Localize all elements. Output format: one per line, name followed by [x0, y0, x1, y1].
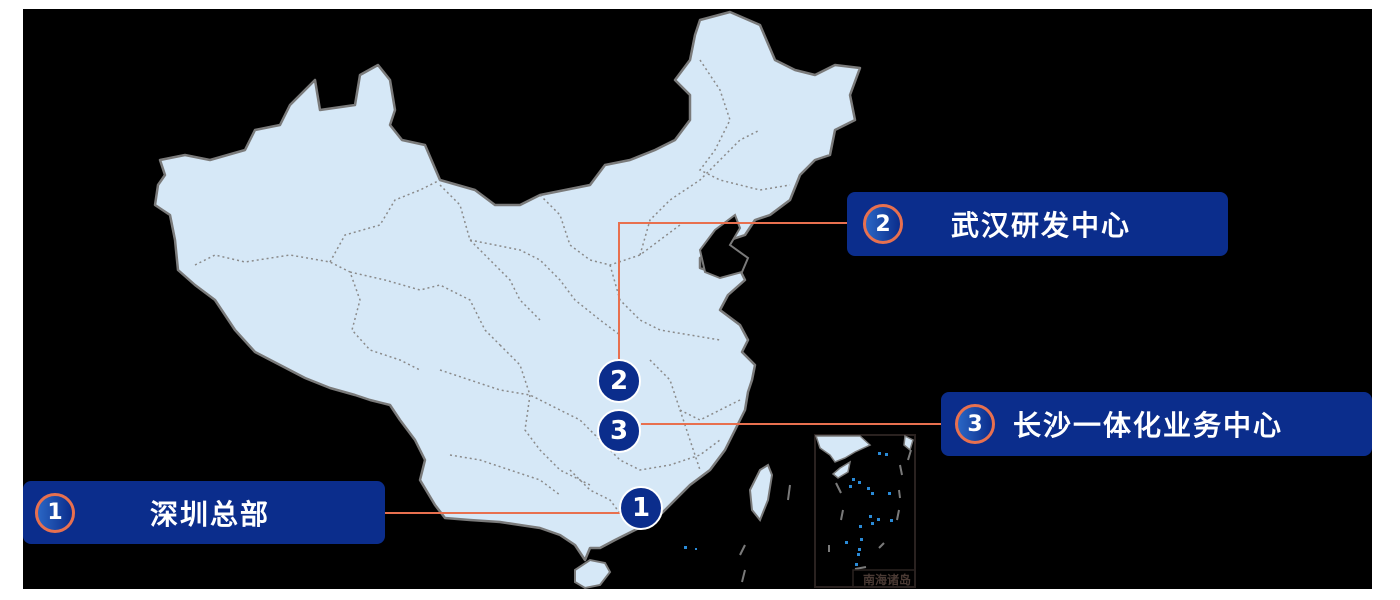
- map-marker-1[interactable]: 1: [619, 486, 663, 530]
- label-number-badge: 2: [863, 204, 903, 244]
- map-marker-2[interactable]: 2: [597, 359, 641, 403]
- label-wuhan-rd-center[interactable]: 2 武汉研发中心: [847, 192, 1228, 256]
- label-number-badge: 3: [955, 404, 995, 444]
- label-changsha-business-center[interactable]: 3 长沙一体化业务中心: [941, 392, 1372, 456]
- taiwan-island: [748, 463, 774, 522]
- map-marker-3[interactable]: 3: [597, 409, 641, 453]
- mainland-outline: [153, 10, 862, 562]
- marker-number: 2: [609, 366, 629, 396]
- label-text: 武汉研发中心: [951, 209, 1132, 242]
- inset-caption: 南海诸岛: [862, 573, 911, 587]
- marker-number: 3: [609, 416, 629, 446]
- south-china-sea-inset: [684, 434, 916, 588]
- label-shenzhen-hq[interactable]: 1 深圳总部: [23, 481, 385, 544]
- label-text: 深圳总部: [150, 497, 271, 531]
- label-number-badge: 1: [35, 492, 75, 533]
- connector-line-2: [618, 222, 849, 359]
- province-borders: [194, 59, 791, 521]
- connector-lines: [385, 222, 943, 514]
- hainan-island: [574, 558, 612, 590]
- label-text: 长沙一体化业务中心: [1013, 409, 1284, 442]
- marker-number: 1: [631, 493, 651, 523]
